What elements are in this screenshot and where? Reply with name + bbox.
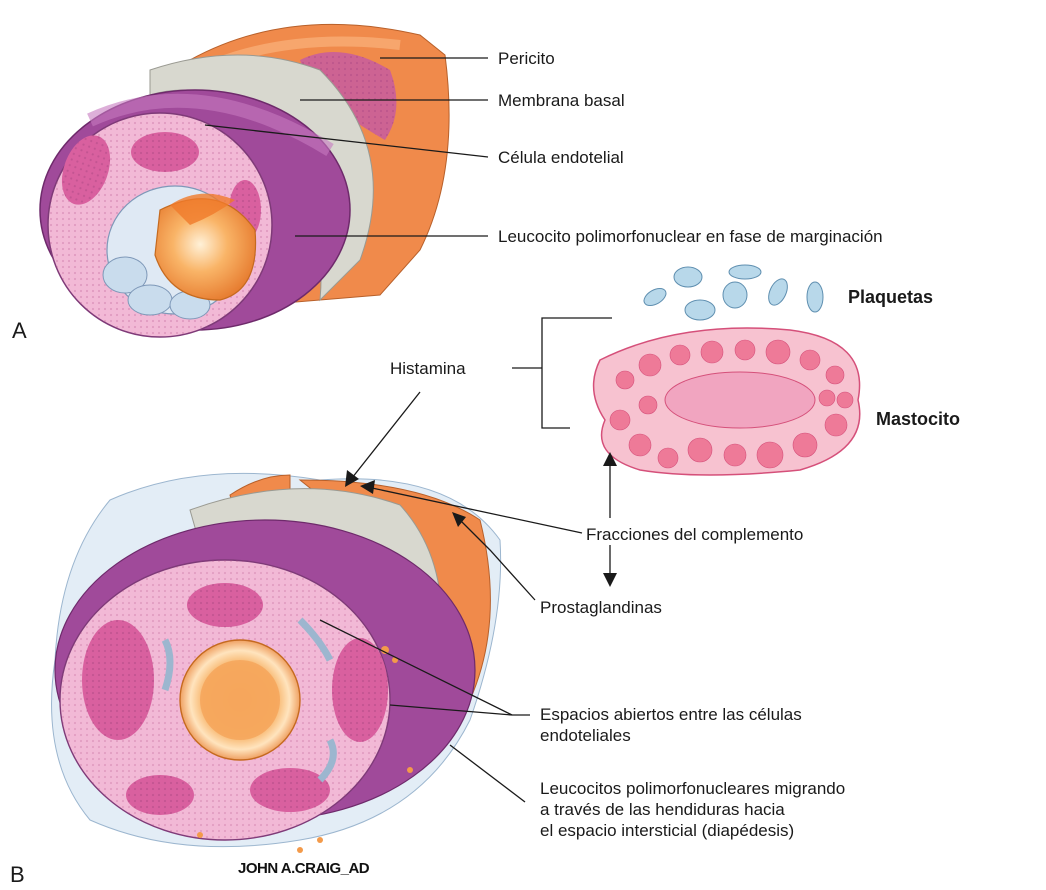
label-celula-endotelial: Célula endotelial bbox=[498, 148, 624, 167]
label-leucocitos-line2: a través de las hendiduras hacia bbox=[540, 800, 785, 819]
label-prostaglandinas: Prostaglandinas bbox=[540, 598, 662, 617]
label-espacios-line2: endoteliales bbox=[540, 726, 631, 745]
label-mastocito: Mastocito bbox=[876, 409, 960, 429]
label-histamina: Histamina bbox=[390, 359, 466, 378]
label-espacios-line1: Espacios abiertos entre las células bbox=[540, 705, 802, 724]
label-leucocitos-line1: Leucocitos polimorfonucleares migrando bbox=[540, 779, 845, 798]
panel-letter-b: B bbox=[10, 862, 25, 887]
label-membrana-basal: Membrana basal bbox=[498, 91, 625, 110]
label-leucocitos-line3: el espacio intersticial (diapédesis) bbox=[540, 821, 794, 840]
label-fracciones-complemento: Fracciones del complemento bbox=[586, 525, 803, 544]
vessel-b-illustration bbox=[52, 473, 501, 853]
artist-signature: JOHN A.CRAIG_AD bbox=[238, 860, 370, 877]
mast-cell-illustration bbox=[594, 328, 860, 475]
panel-letter-a: A bbox=[12, 318, 27, 343]
vessel-a-illustration bbox=[40, 24, 449, 337]
label-pericito: Pericito bbox=[498, 49, 555, 68]
label-leucocito-marginacion: Leucocito polimorfonuclear en fase de ma… bbox=[498, 227, 883, 246]
label-plaquetas: Plaquetas bbox=[848, 287, 933, 307]
platelets-illustration bbox=[641, 265, 823, 320]
